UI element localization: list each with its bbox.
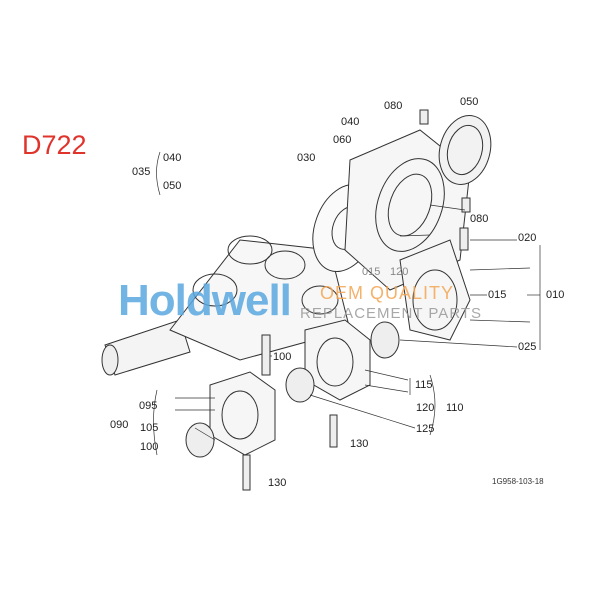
watermark-brand: Holdwell xyxy=(118,276,292,325)
part-label: 030 xyxy=(297,152,316,164)
part-label: 100 xyxy=(140,441,159,453)
part-label: 105 xyxy=(140,422,159,434)
part-label: 090 xyxy=(110,419,129,431)
model-title: D722 xyxy=(22,130,87,160)
part-label: 095 xyxy=(139,400,158,412)
bearing-025 xyxy=(370,321,400,359)
part-label: 015 xyxy=(362,266,381,278)
main-bearing-case-110 xyxy=(304,319,371,401)
part-label: 040 xyxy=(341,116,360,128)
part-label: 040 xyxy=(163,152,182,164)
part-label: 025 xyxy=(518,341,537,353)
part-label: 050 xyxy=(163,180,182,192)
part-label: 060 xyxy=(333,134,352,146)
part-label: 010 xyxy=(546,289,565,301)
oil-seal-050 xyxy=(438,115,492,185)
bearing-125 xyxy=(285,367,315,403)
part-label: 050 xyxy=(460,96,479,108)
watermark-replacement-parts: REPLACEMENT PARTS xyxy=(300,305,483,322)
part-label: 080 xyxy=(384,100,403,112)
bolts xyxy=(242,109,471,491)
part-label: 020 xyxy=(518,232,537,244)
part-label: 035 xyxy=(132,166,151,178)
part-label: 100 xyxy=(273,351,292,363)
watermark-oem-quality: OEM QUALITY xyxy=(320,283,455,303)
main-bearing-case-015 xyxy=(399,239,471,341)
part-label: 130 xyxy=(268,477,287,489)
part-label: 125 xyxy=(416,423,435,435)
part-label: 120 xyxy=(416,402,435,414)
part-label: 015 xyxy=(488,289,507,301)
part-label: 130 xyxy=(350,438,369,450)
drawing-code: 1G958-103-18 xyxy=(492,477,544,486)
bearing-105 xyxy=(185,422,215,458)
main-bearing-case-090 xyxy=(209,371,276,456)
part-label: 120 xyxy=(390,266,409,278)
part-label: 080 xyxy=(470,213,489,225)
leader-lines xyxy=(153,151,541,456)
part-label: 110 xyxy=(446,402,464,414)
part-label: 115 xyxy=(415,379,433,391)
